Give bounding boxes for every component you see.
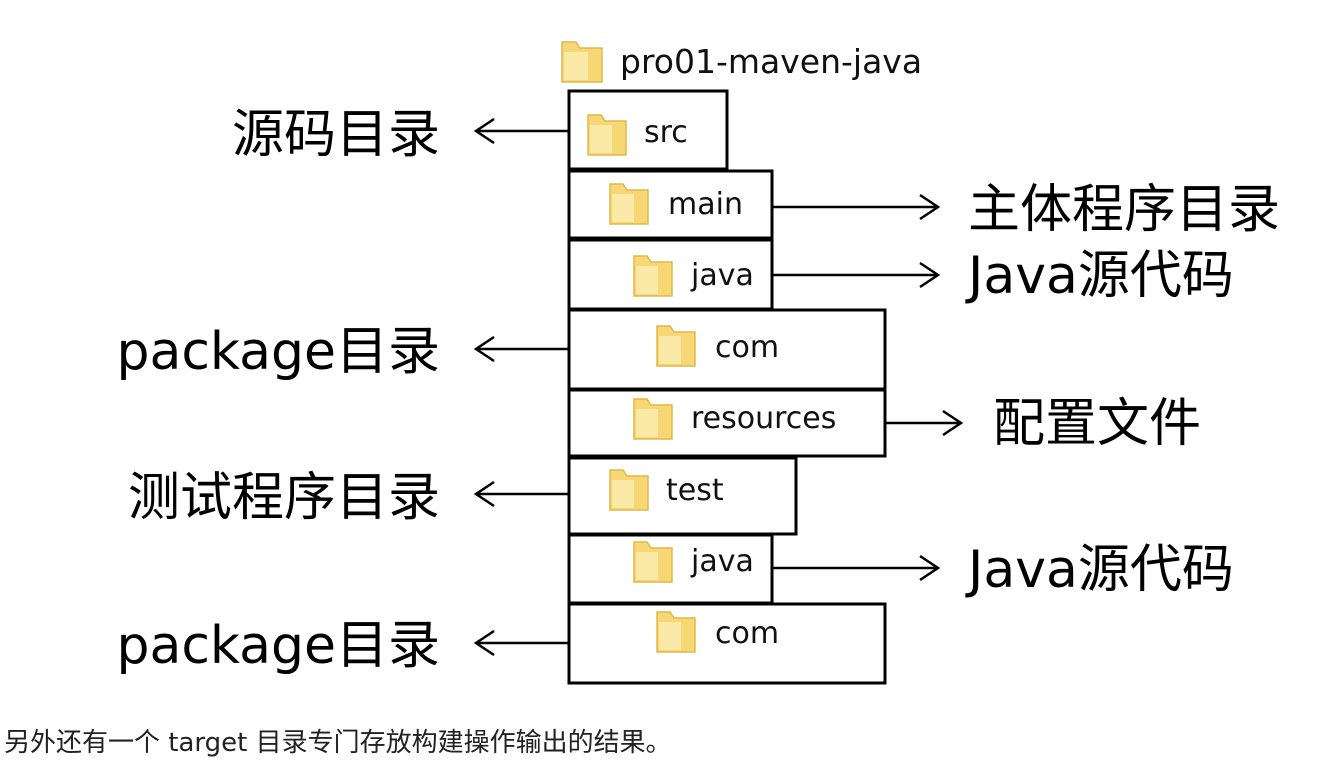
arrow-test-java: [772, 554, 941, 582]
directory-structure-diagram: pro01-maven-java src main java: [116, 41, 1280, 685]
annotation-main-java: Java源代码: [965, 246, 1234, 306]
annotation-resources: 配置文件: [993, 394, 1201, 454]
folder-icon: [633, 398, 673, 440]
caption-text: 另外还有一个 target 目录专门存放构建操作输出的结果。: [4, 728, 672, 758]
folder-src: src: [567, 89, 729, 171]
arrow-main: [772, 193, 941, 221]
folder-main-com: com: [567, 308, 887, 391]
arrow-main-com: [473, 335, 569, 363]
folder-icon: [609, 469, 649, 511]
folder-main: main: [567, 169, 774, 240]
root-folder: pro01-maven-java: [561, 41, 922, 83]
folder-icon: [609, 183, 649, 225]
folder-label-main: main: [668, 187, 743, 222]
arrow-resources: [885, 409, 964, 437]
folder-label-resources: resources: [691, 401, 836, 436]
folder-label-src: src: [644, 115, 688, 150]
folder-label-main-com: com: [715, 330, 779, 365]
annotation-test-java: Java源代码: [965, 540, 1234, 600]
folder-test-com: com: [567, 602, 887, 685]
folder-icon: [633, 541, 673, 583]
annotation-test-com: package目录: [116, 616, 440, 676]
annotation-main-com: package目录: [116, 322, 440, 382]
folder-label-test-java: java: [690, 544, 754, 579]
arrow-main-java: [772, 261, 941, 289]
arrow-src: [473, 117, 569, 145]
folder-icon: [561, 41, 603, 83]
folder-test-java: java: [567, 533, 774, 605]
arrow-test-com: [473, 629, 569, 657]
folder-label-test: test: [666, 473, 724, 508]
root-folder-label: pro01-maven-java: [620, 42, 922, 81]
annotation-main: 主体程序目录: [968, 180, 1280, 240]
folder-test: test: [567, 456, 798, 536]
folder-label-test-com: com: [715, 616, 779, 651]
folder-resources: resources: [567, 388, 887, 458]
folder-label-main-java: java: [690, 258, 754, 293]
arrow-test: [473, 480, 569, 508]
folder-icon: [656, 325, 696, 367]
annotation-src: 源码目录: [232, 105, 440, 165]
annotation-test: 测试程序目录: [128, 468, 440, 528]
folder-main-java: java: [567, 238, 774, 311]
folder-icon: [633, 255, 673, 297]
folder-icon: [587, 114, 627, 156]
folder-icon: [656, 611, 696, 653]
